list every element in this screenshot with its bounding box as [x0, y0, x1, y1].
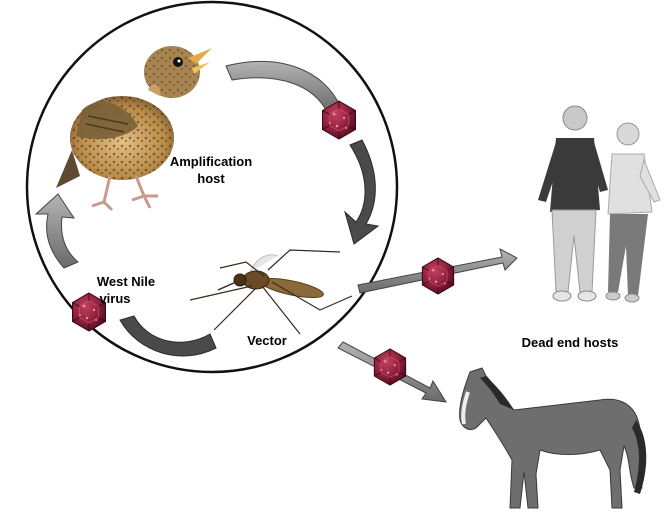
mosquito-icon [189, 249, 353, 335]
virus-particle-icon [421, 257, 455, 295]
west-nile-virus-label-line1: West Nile [97, 274, 155, 289]
horse-icon [459, 367, 647, 509]
amplification-host-label-line1: Amplification [170, 154, 252, 169]
elderly-couple-icon [538, 105, 661, 303]
transmission-cycle-circle [25, 0, 399, 374]
west-nile-virus-label-line2: virus [99, 291, 130, 306]
amplification-host-label-line2: host [197, 171, 225, 186]
cycle-arrow-left-up [34, 193, 79, 269]
cycle-arrow-bottom [119, 315, 217, 357]
cycle-arrow-right-down [344, 139, 380, 245]
dead-end-hosts-label: Dead end hosts [522, 335, 619, 350]
bird-icon [56, 46, 212, 212]
vector-label: Vector [247, 333, 287, 348]
cycle-arrow-top-right [225, 61, 341, 113]
